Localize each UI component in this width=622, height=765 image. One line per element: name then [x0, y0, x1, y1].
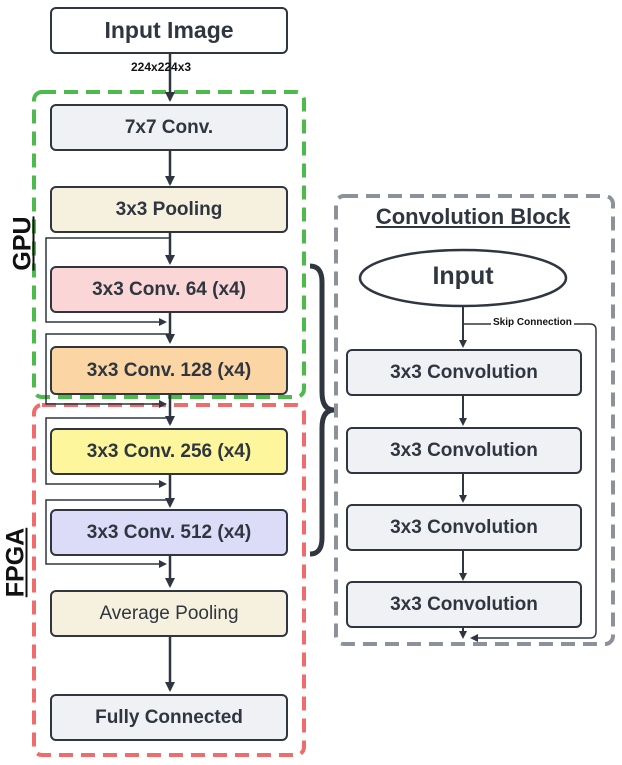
gpu-label: GPU [8, 216, 37, 271]
conv-label: 3x3 Convolution [390, 361, 538, 383]
layer-label: 7x7 Conv. [124, 116, 214, 138]
skip-loop [45, 499, 170, 568]
layer-conv-512: 3x3 Conv. 512 (x4) [50, 509, 288, 556]
layer-3x3-pooling: 3x3 Pooling [50, 186, 288, 233]
layer-conv-128: 3x3 Conv. 128 (x4) [50, 346, 288, 395]
layer-fully-connected: Fully Connected [50, 694, 288, 741]
conv-block-region [334, 194, 615, 646]
fpga-label: FPGA [1, 527, 30, 598]
conv-node: 3x3 Convolution [346, 349, 582, 396]
fpga-region [32, 403, 306, 757]
skip-connection-label: Skip Connection [491, 317, 574, 328]
skip-loop [45, 417, 170, 488]
input-dims-label: 224x224x3 [131, 60, 192, 74]
layer-label: Average Pooling [99, 602, 239, 624]
skip-loop [45, 237, 170, 326]
conv-block-input-label: Input [432, 262, 494, 290]
conv-node: 3x3 Convolution [346, 427, 582, 474]
input-image-label: Input Image [104, 17, 234, 43]
conv-label: 3x3 Convolution [390, 439, 538, 461]
skip-connection-line [463, 323, 597, 642]
conv-node: 3x3 Convolution [346, 504, 582, 551]
layer-average-pooling: Average Pooling [50, 590, 288, 637]
layer-7x7-conv: 7x7 Conv. [50, 104, 288, 151]
layer-label: 3x3 Conv. 256 (x4) [86, 440, 252, 462]
layer-conv-256: 3x3 Conv. 256 (x4) [50, 428, 288, 475]
layer-label: 3x3 Conv. 64 (x4) [92, 278, 246, 300]
input-image-node: Input Image [50, 7, 288, 54]
layer-conv-64: 3x3 Conv. 64 (x4) [50, 266, 288, 313]
layer-label: Fully Connected [95, 706, 243, 728]
conv-node: 3x3 Convolution [346, 581, 582, 628]
conv-label: 3x3 Convolution [390, 516, 538, 538]
skip-loop [45, 333, 170, 408]
layer-label: 3x3 Conv. 512 (x4) [86, 521, 252, 543]
layer-label: 3x3 Conv. 128 (x4) [86, 359, 252, 381]
conv-label: 3x3 Convolution [390, 593, 538, 615]
brace [309, 263, 335, 557]
layer-label: 3x3 Pooling [115, 198, 223, 220]
conv-block-title: Convolution Block [375, 204, 571, 229]
